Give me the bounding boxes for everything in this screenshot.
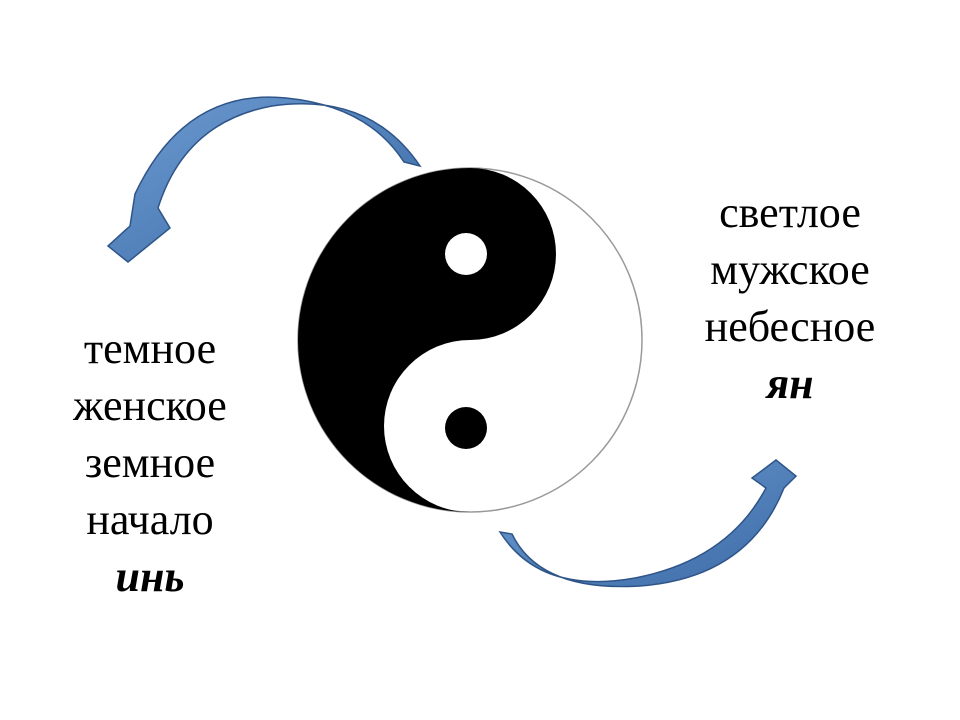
- yang-term: ян: [766, 359, 814, 408]
- yin-label-block: темное женское земное начало инь: [40, 320, 260, 605]
- yang-line-2: мужское: [710, 245, 870, 294]
- arrow-top-left: [106, 96, 422, 263]
- yin-light-dot: [445, 233, 487, 275]
- yin-yang-symbol: [297, 167, 643, 513]
- yang-line-1: светлое: [719, 188, 861, 237]
- yin-line-2: женское: [73, 381, 227, 430]
- yin-half: [298, 168, 556, 512]
- arrow-bottom-right: [498, 459, 798, 588]
- yin-line-1: темное: [83, 324, 217, 373]
- yin-line-4: начало: [86, 495, 214, 544]
- yang-line-3: небесное: [704, 302, 876, 351]
- yin-line-3: земное: [84, 438, 216, 487]
- yang-dark-dot: [445, 407, 487, 449]
- yin-term: инь: [115, 552, 185, 601]
- yang-label-block: светлое мужское небесное ян: [680, 184, 900, 412]
